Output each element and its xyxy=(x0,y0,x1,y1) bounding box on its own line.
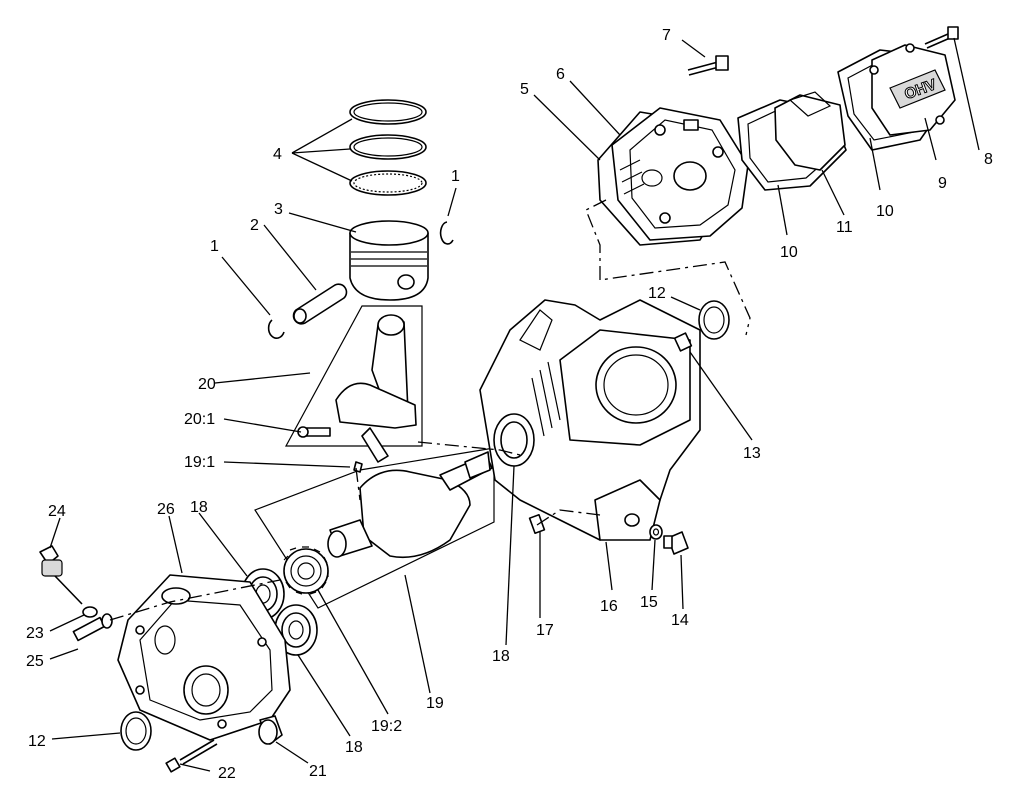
crankcase-block xyxy=(479,299,701,541)
oil-seal-lower xyxy=(120,711,152,751)
callout-11: 11 xyxy=(836,219,853,236)
callout-17: 17 xyxy=(536,622,554,639)
crankcase-side-cover xyxy=(117,574,291,745)
callout-10-right: 10 xyxy=(876,203,894,220)
callout-8: 8 xyxy=(984,151,993,168)
oil-seal-upper xyxy=(698,300,730,340)
valve-cover-bolt xyxy=(924,26,959,49)
leader-lines xyxy=(49,37,980,772)
piston-pin xyxy=(292,283,348,325)
callout-12-upper: 12 xyxy=(648,285,666,302)
callout-1-left: 1 xyxy=(210,238,219,255)
callout-12-lower: 12 xyxy=(28,733,46,750)
callout-26: 26 xyxy=(157,501,175,518)
valve-cover: OHV xyxy=(869,43,956,136)
callout-19-2: 19:2 xyxy=(371,718,402,735)
callout-5: 5 xyxy=(520,81,529,98)
callout-6: 6 xyxy=(556,66,565,83)
callout-10-left: 10 xyxy=(780,244,798,261)
breather-cover xyxy=(774,91,846,171)
piston xyxy=(349,220,429,301)
callout-labels: 1 1 2 3 4 5 6 7 8 9 10 10 11 12 12 13 14… xyxy=(26,27,993,782)
callout-19-1: 19:1 xyxy=(184,454,215,471)
callout-20-1: 20:1 xyxy=(184,411,215,428)
callout-22: 22 xyxy=(218,765,236,782)
callout-20: 20 xyxy=(198,376,216,393)
callout-4: 4 xyxy=(273,146,282,163)
piston-rings xyxy=(349,99,427,196)
callout-13: 13 xyxy=(743,445,761,462)
callout-16: 16 xyxy=(600,598,618,615)
drain-bolt xyxy=(663,531,689,555)
drain-washer xyxy=(649,524,663,540)
callout-21: 21 xyxy=(309,763,327,780)
callout-15: 15 xyxy=(640,594,658,611)
callout-24: 24 xyxy=(48,503,66,520)
crank-gear xyxy=(283,546,329,595)
callout-18-cover: 18 xyxy=(190,499,208,516)
breather-stud xyxy=(72,613,113,642)
dipstick xyxy=(39,545,98,618)
callout-18-bottom: 18 xyxy=(345,739,363,756)
callout-18-block: 18 xyxy=(492,648,510,665)
cylinder-head xyxy=(611,107,749,241)
callout-14: 14 xyxy=(671,612,689,629)
callout-3: 3 xyxy=(274,201,283,218)
connecting-rod-assembly xyxy=(284,305,423,463)
alignment-lines xyxy=(109,199,751,621)
callout-9: 9 xyxy=(938,175,947,192)
callout-1-right: 1 xyxy=(451,168,460,185)
piston-pin-circlips xyxy=(267,221,454,339)
cover-bolt xyxy=(165,739,218,773)
head-bolt xyxy=(687,55,729,76)
callout-7: 7 xyxy=(662,27,671,44)
callout-19: 19 xyxy=(426,695,444,712)
callout-2: 2 xyxy=(250,217,259,234)
dowel-pin xyxy=(528,513,546,535)
callout-25: 25 xyxy=(26,653,44,670)
head-dowel xyxy=(673,332,693,352)
callout-23: 23 xyxy=(26,625,44,642)
crankshaft xyxy=(254,447,495,609)
